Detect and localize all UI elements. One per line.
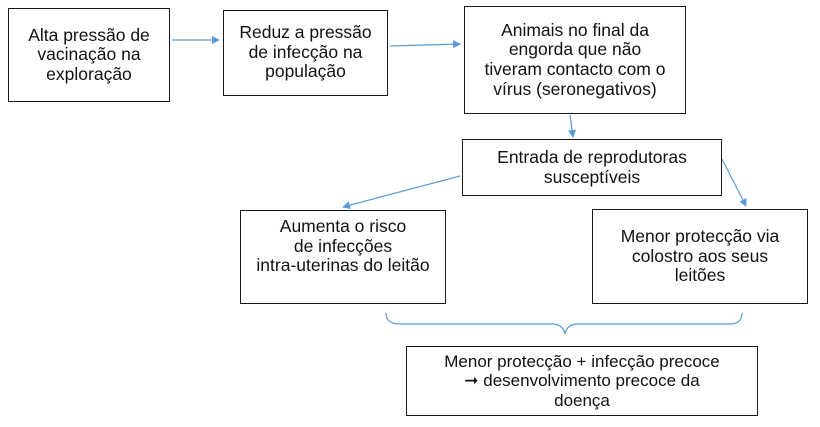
box-entrada-reprodutoras-text: Entrada de reprodutoras susceptíveis [497, 146, 687, 187]
box-animais-seronegativos: Animais no final da engorda que não tive… [464, 6, 686, 114]
box-alta-pressao-vacinacao-text: Alta pressão de vacinação na exploração [28, 24, 150, 84]
box-reduz-pressao-infeccao: Reduz a pressão de infecção na população [223, 10, 388, 96]
box-resultado-final-text: Menor protecção + infecção precoce ➞ des… [444, 352, 720, 410]
box-animais-seronegativos-text: Animais no final da engorda que não tive… [484, 19, 666, 99]
curly-brace [385, 312, 743, 335]
box-alta-pressao-vacinacao: Alta pressão de vacinação na exploração [8, 8, 170, 102]
arrow-box4-to-box6 [721, 158, 747, 207]
box-risco-infeccoes-intrauterinas-text: Aumenta o risco de infecções intra-uteri… [256, 216, 430, 276]
box-resultado-final: Menor protecção + infecção precoce ➞ des… [406, 346, 758, 416]
arrow-box3-to-box4 [568, 114, 577, 138]
arrow-box4-to-box5 [342, 175, 461, 210]
box-risco-infeccoes-intrauterinas: Aumenta o risco de infecções intra-uteri… [240, 210, 446, 304]
arrow-box2-to-box3 [389, 40, 461, 49]
box-reduz-pressao-infeccao-text: Reduz a pressão de infecção na população [239, 22, 372, 82]
box-menor-proteccao-colostro-text: Menor protecção via colostro aos seus le… [620, 226, 780, 286]
box-menor-proteccao-colostro: Menor protecção via colostro aos seus le… [592, 209, 808, 304]
box-entrada-reprodutoras: Entrada de reprodutoras susceptíveis [462, 139, 722, 196]
